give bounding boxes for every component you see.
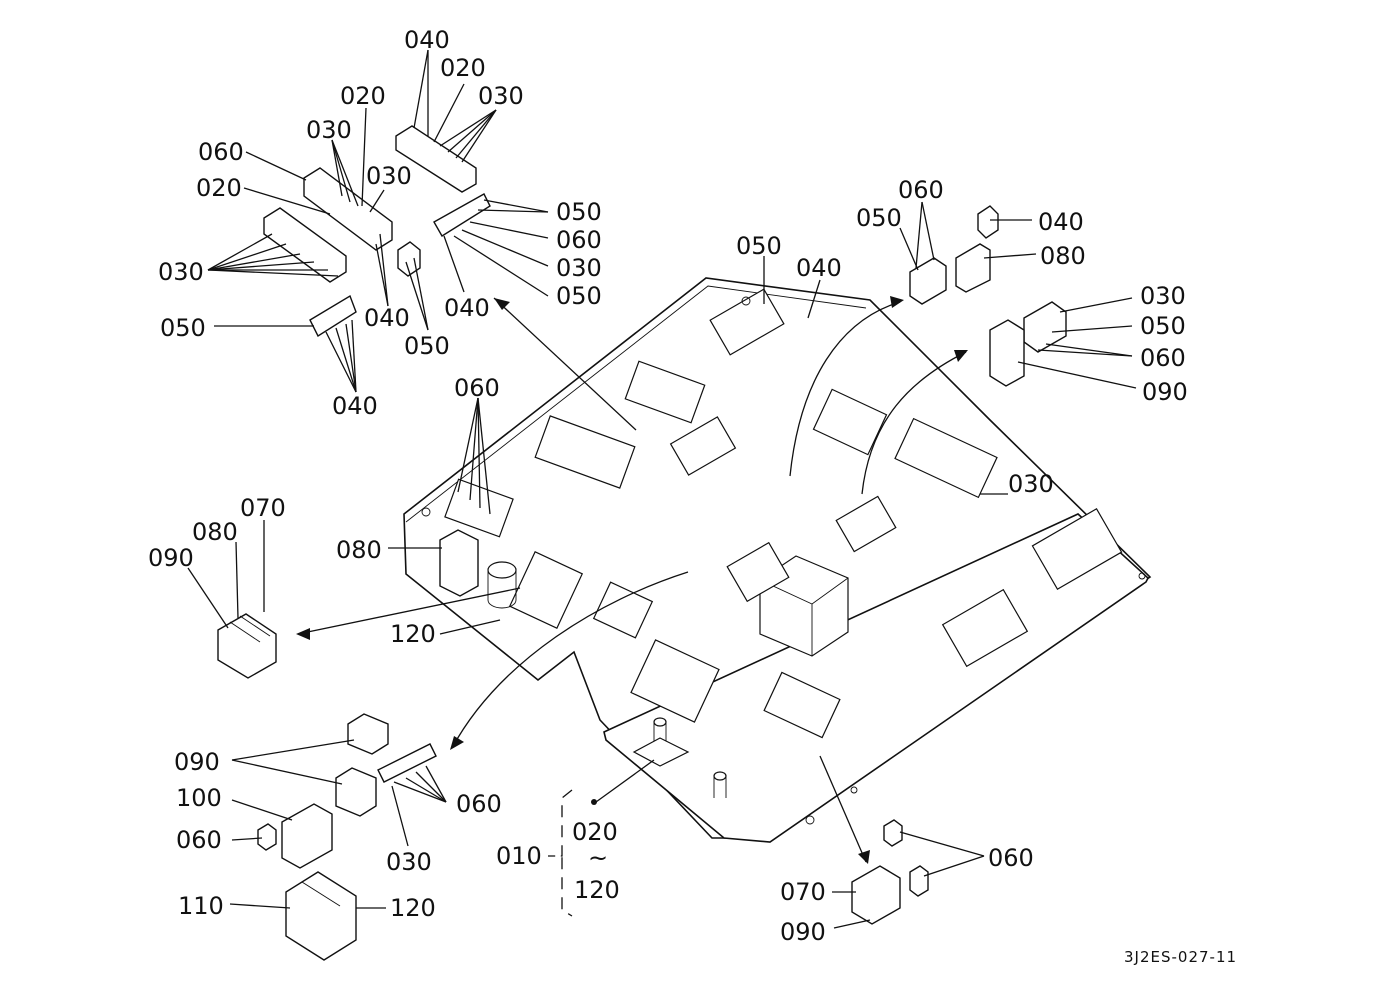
label-040: 040 xyxy=(1038,208,1084,236)
label-050: 050 xyxy=(856,204,902,232)
label-010: 010 xyxy=(496,842,542,870)
label-020: 020 xyxy=(196,174,242,202)
label-030: 030 xyxy=(478,82,524,110)
label-020: 020 xyxy=(440,54,486,82)
fuse-group-left xyxy=(217,529,479,679)
fuse-group-bottom-right xyxy=(851,819,929,925)
label-040: 040 xyxy=(444,294,490,322)
fuse-group-right xyxy=(909,205,1067,387)
label-050: 050 xyxy=(404,332,450,360)
label-030: 030 xyxy=(556,254,602,282)
label-050: 050 xyxy=(160,314,206,342)
fuse-group-top-left xyxy=(263,125,491,338)
label-040: 040 xyxy=(796,254,842,282)
label-100: 100 xyxy=(176,784,222,812)
label-060: 060 xyxy=(198,138,244,166)
label-120: 120 xyxy=(390,894,436,922)
circuit-board xyxy=(403,277,1152,843)
label-080: 080 xyxy=(192,518,238,546)
label-040: 040 xyxy=(404,26,450,54)
drawing-code: 3J2ES-027-11 xyxy=(1124,948,1237,966)
label-050: 050 xyxy=(736,232,782,260)
label-050: 050 xyxy=(1140,312,1186,340)
label-060: 060 xyxy=(176,826,222,854)
label-090: 090 xyxy=(1142,378,1188,406)
label-060: 060 xyxy=(556,226,602,254)
fuse-group-bottom-left xyxy=(257,713,437,961)
label-020: 020 xyxy=(572,818,618,846)
label-030: 030 xyxy=(158,258,204,286)
label-030: 030 xyxy=(306,116,352,144)
label-050: 050 xyxy=(556,198,602,226)
label-060: 060 xyxy=(1140,344,1186,372)
part-labels: 040 020 030 020 030 060 030 020 050 060 … xyxy=(148,26,1237,966)
label-040: 040 xyxy=(332,392,378,420)
leader-lines xyxy=(187,49,1137,929)
label-060: 060 xyxy=(456,790,502,818)
label-060: 060 xyxy=(454,374,500,402)
label-060: 060 xyxy=(898,176,944,204)
board-fuse-rows xyxy=(444,288,897,603)
label-020: 020 xyxy=(340,82,386,110)
label-110: 110 xyxy=(178,892,224,920)
label-030: 030 xyxy=(386,848,432,876)
label-090: 090 xyxy=(148,544,194,572)
label-030: 030 xyxy=(1140,282,1186,310)
label-070: 070 xyxy=(240,494,286,522)
label-090: 090 xyxy=(174,748,220,776)
label-070: 070 xyxy=(780,878,826,906)
label-060: 060 xyxy=(988,844,1034,872)
label-090: 090 xyxy=(780,918,826,946)
label-040: 040 xyxy=(364,304,410,332)
label-tilde: ~ xyxy=(588,844,608,872)
label-120: 120 xyxy=(574,876,620,904)
label-050: 050 xyxy=(556,282,602,310)
label-030: 030 xyxy=(1008,470,1054,498)
label-080: 080 xyxy=(336,536,382,564)
board-connectors xyxy=(508,388,1123,739)
label-080: 080 xyxy=(1040,242,1086,270)
label-120: 120 xyxy=(390,620,436,648)
label-030: 030 xyxy=(366,162,412,190)
explosion-arrows xyxy=(296,296,968,864)
